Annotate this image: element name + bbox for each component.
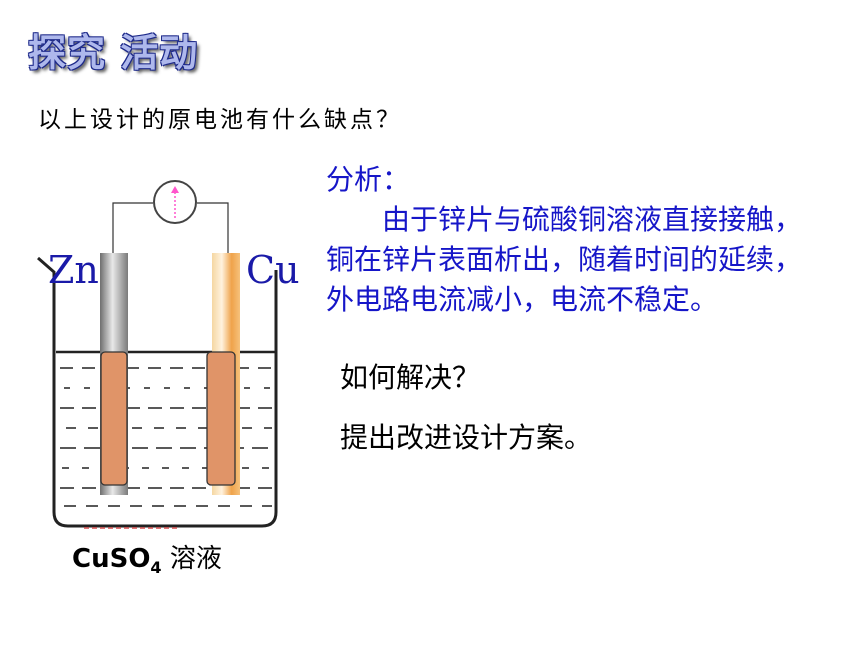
question-text: 以上设计的原电池有什么缺点？ xyxy=(38,107,402,133)
zinc-label: Zn xyxy=(48,248,99,292)
solution-liquid xyxy=(60,367,272,507)
ammeter-icon xyxy=(153,180,197,224)
page-title: 探究 活动 xyxy=(28,31,199,75)
solution-subscript: 4 xyxy=(150,558,162,578)
solution-name: 溶液 xyxy=(169,544,222,574)
solution-label: CuSO4 溶液 xyxy=(72,538,222,577)
left-wire xyxy=(112,202,153,253)
copper-deposit xyxy=(100,351,128,486)
analysis-block: 分析： 由于锌片与硫酸铜溶液直接接触，铜在锌片表面析出，随着时间的延续，外电路电… xyxy=(326,160,806,320)
copper-label: Cu xyxy=(246,248,300,292)
solution-formula: CuSO xyxy=(72,544,151,574)
analysis-body: 由于锌片与硫酸铜溶液直接接触，铜在锌片表面析出，随着时间的延续，外电路电流减小，… xyxy=(326,203,803,316)
propose-improvement-prompt: 提出改进设计方案。 xyxy=(340,421,593,454)
right-wire xyxy=(197,202,229,253)
copper-electrode-submerged xyxy=(206,351,236,486)
how-to-solve-prompt: 如何解决？ xyxy=(340,361,481,394)
analysis-heading: 分析： xyxy=(326,163,411,196)
beaker xyxy=(37,256,278,528)
